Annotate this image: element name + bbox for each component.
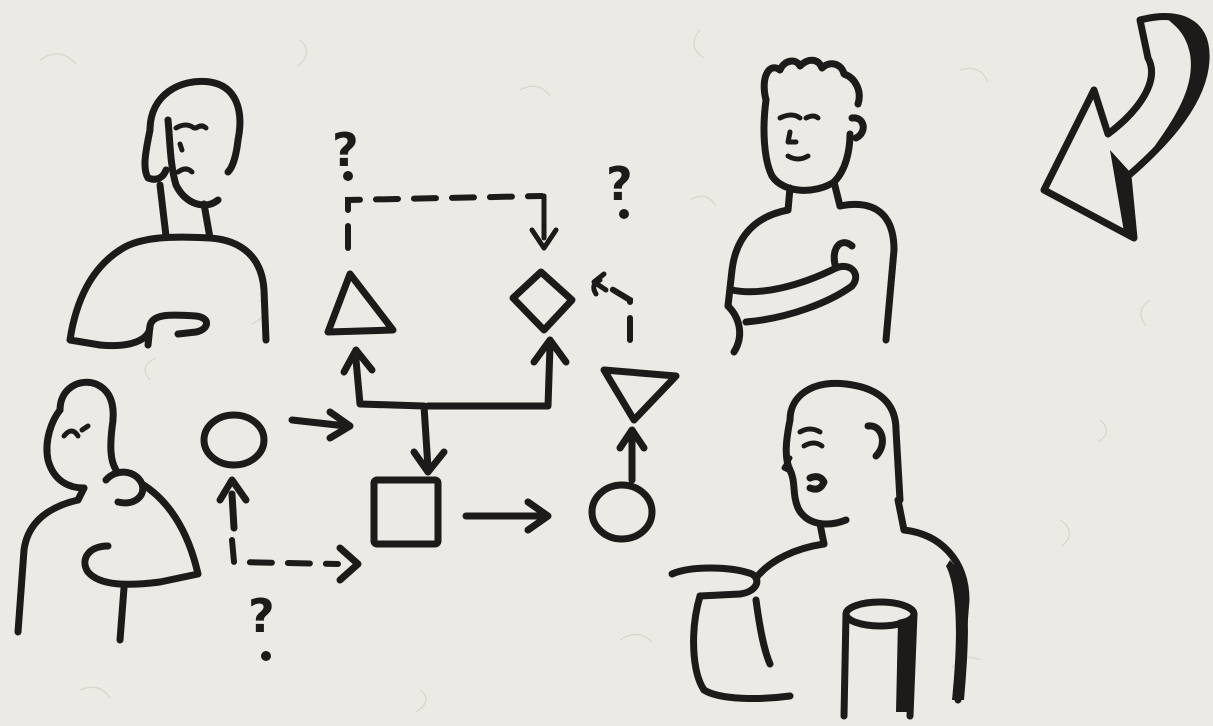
flow-diagram [200, 193, 680, 584]
triangle-up-node [324, 270, 397, 336]
person-woman-pointing [66, 77, 270, 350]
person-talking-with-cup [668, 379, 970, 720]
person-arms-crossed [724, 56, 898, 356]
question-marks: ? ? ? [248, 123, 633, 661]
square-node [370, 476, 442, 548]
curved-arrow-icon [1040, 13, 1210, 242]
circle-node-left [200, 411, 268, 469]
question-mark-top-left: ? [332, 123, 359, 177]
person-bald-thinking [14, 378, 202, 644]
circle-node-right [588, 481, 656, 543]
triangle-down-node [600, 366, 680, 424]
question-mark-bottom: ? [248, 589, 275, 643]
question-mark-top-right: ? [606, 157, 633, 211]
diamond-node [509, 268, 576, 334]
